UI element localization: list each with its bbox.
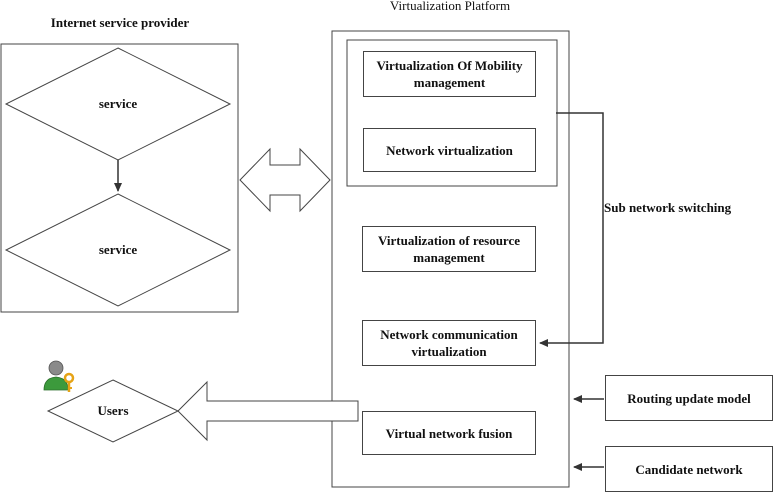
- sub-network-label: Sub network switching: [604, 200, 732, 215]
- service-diamond-bottom: [4, 193, 232, 307]
- box-network-virtualization: Network virtualization: [363, 128, 536, 172]
- users-output-arrow: [177, 380, 359, 442]
- isp-container: [0, 43, 239, 313]
- platform-container: [331, 30, 570, 488]
- users-diamond: [46, 379, 180, 443]
- box-network-fusion: Virtual network fusion: [362, 411, 536, 455]
- sub-network-switching-line: [539, 112, 604, 347]
- box-resource-management: Virtualization of resource management: [362, 226, 536, 272]
- box-mobility: Virtualization Of Mobility management: [363, 51, 536, 97]
- service-label-bottom: service: [98, 242, 138, 257]
- service-label-top: service: [98, 96, 138, 111]
- box-candidate-network: Candidate network: [605, 446, 773, 492]
- users-label: Users: [97, 403, 129, 418]
- user-key-icon: [43, 360, 75, 392]
- box-communication: Network communication virtualization: [362, 320, 536, 366]
- bidirectional-arrow: [239, 147, 331, 213]
- box-routing-update: Routing update model: [605, 375, 773, 421]
- isp-title: Internet service provider: [50, 15, 190, 30]
- platform-title: Virtualization Platform: [389, 0, 511, 13]
